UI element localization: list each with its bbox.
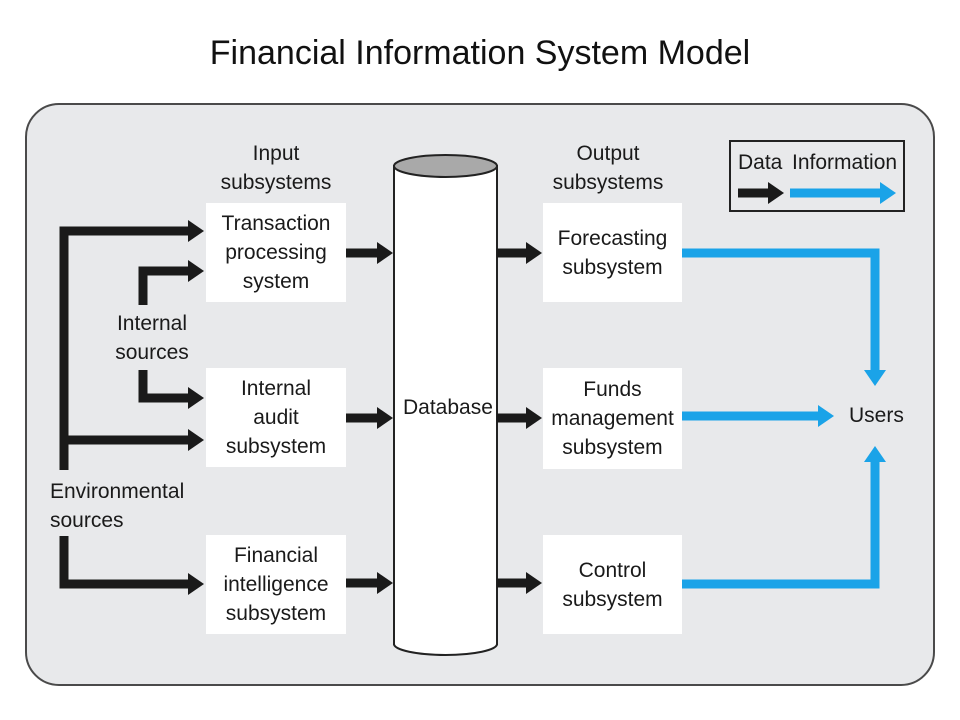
legend-information-label: Information [792,151,898,174]
output-subsystems-header: Output subsystems [552,142,664,194]
input-subsystems-header: Input subsystems [220,142,332,194]
diagram-title: Financial Information System Model [209,34,751,72]
output-to-users-arrows [682,248,886,589]
environmental-sources-label: Environmental sources [50,477,192,535]
internal-audit-box: Internal audit subsystem [206,368,346,467]
financial-intelligence-box: Financial intelligence subsystem [206,535,346,634]
internal-sources-connector [138,260,204,409]
environmental-sources-connector [59,220,204,595]
database-cylinder [393,154,498,656]
transaction-processing-box: Transaction processing system [206,203,346,302]
input-to-database-arrows [346,242,393,594]
control-box: Control subsystem [543,535,682,634]
users-label: Users [849,404,904,427]
internal-sources-label: Internal sources [108,309,196,367]
legend-data-label: Data [738,151,783,174]
database-label: Database [403,396,493,419]
database-to-output-arrows [497,242,542,594]
funds-management-box: Funds management subsystem [543,368,682,469]
forecasting-box: Forecasting subsystem [543,203,682,302]
legend: Data Information [729,140,905,212]
